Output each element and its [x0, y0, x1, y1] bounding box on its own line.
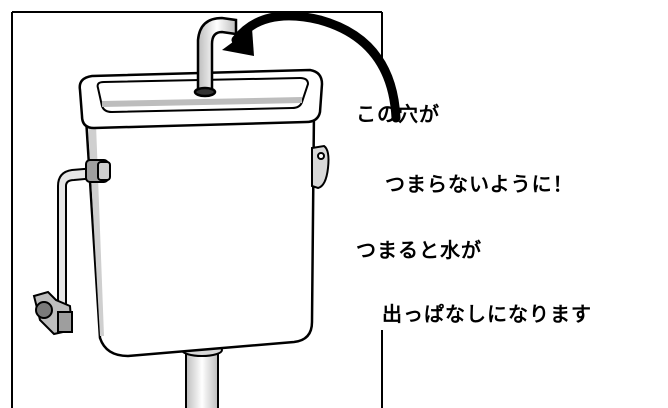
tank-lid [78, 68, 324, 130]
caption-hole: この穴が [356, 102, 440, 126]
supply-pipe-icon [32, 159, 111, 336]
curved-arrow-icon [222, 11, 401, 123]
flush-lever [311, 144, 330, 190]
caption-water-runs: 出っぱなしになります [382, 302, 592, 326]
frame-border [11, 11, 383, 408]
caption-if-clogged: つまると水が [356, 238, 482, 262]
drain-pipe-icon [181, 343, 223, 408]
tank-body [84, 108, 316, 358]
caption-dont-clog: つまらないように！ [385, 172, 574, 196]
